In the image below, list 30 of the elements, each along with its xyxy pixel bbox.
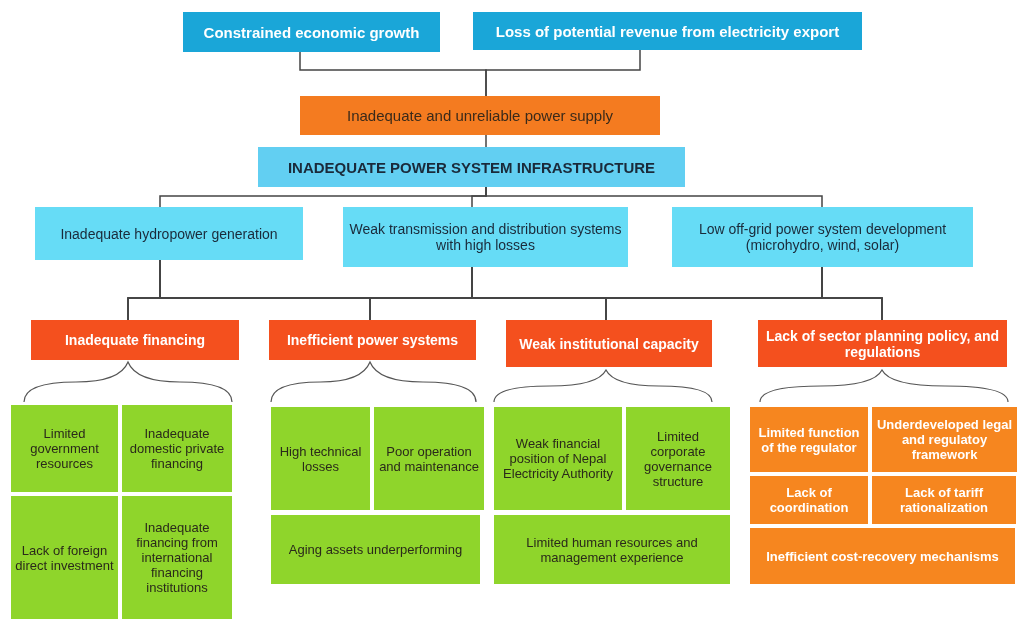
sub-cause-box: Limited function of the regulator: [750, 407, 868, 472]
connector-line: [821, 266, 883, 321]
connector-line: [485, 186, 823, 208]
sub-cause-box: Aging assets underperforming: [271, 515, 480, 584]
sub-cause-box: Weak financial position of Nepal Electricity Authority: [494, 407, 622, 510]
sub-cause-box: Limited government resources: [11, 405, 118, 492]
sub-cause-box: Underdeveloped legal and regulatoy framework: [872, 407, 1017, 472]
sub-cause-box: Lack of foreign direct investment: [11, 496, 118, 619]
connector-line: [485, 49, 641, 97]
cause-category-box: Inefficient power systems: [269, 320, 476, 360]
effect-box: Loss of potential revenue from electricity export: [473, 12, 862, 50]
sub-cause-box: Inadequate domestic private financing: [122, 405, 232, 492]
sub-cause-box: High technical losses: [271, 407, 370, 510]
sub-cause-box: Poor operation and maintenance: [374, 407, 484, 510]
cause-box: Weak transmission and distribution systems with high losses: [343, 207, 628, 267]
sub-cause-box: Limited human resources and management experience: [494, 515, 730, 584]
sub-cause-box: Lack of tariff rationalization: [872, 476, 1016, 524]
problem-box: Inadequate and unreliable power supply: [300, 96, 660, 135]
effect-box: Constrained economic growth: [183, 12, 440, 52]
cause-box: Low off-grid power system development (microhydro, wind, solar): [672, 207, 973, 267]
cause-category-box: Inadequate financing: [31, 320, 239, 360]
cause-category-box: Lack of sector planning policy, and regulations: [758, 320, 1007, 367]
sub-cause-box: Inefficient cost-recovery mechanisms: [750, 528, 1015, 584]
sub-cause-box: Limited corporate governance structure: [626, 407, 730, 510]
cause-box: Inadequate hydropower generation: [35, 207, 303, 260]
sub-cause-box: Lack of coordination: [750, 476, 868, 524]
cause-category-box: Weak institutional capacity: [506, 320, 712, 367]
sub-cause-box: Inadequate financing from international financing institutions: [122, 496, 232, 619]
connector-line: [485, 134, 487, 148]
core-problem-box: INADEQUATE POWER SYSTEM INFRASTRUCTURE: [258, 147, 685, 187]
